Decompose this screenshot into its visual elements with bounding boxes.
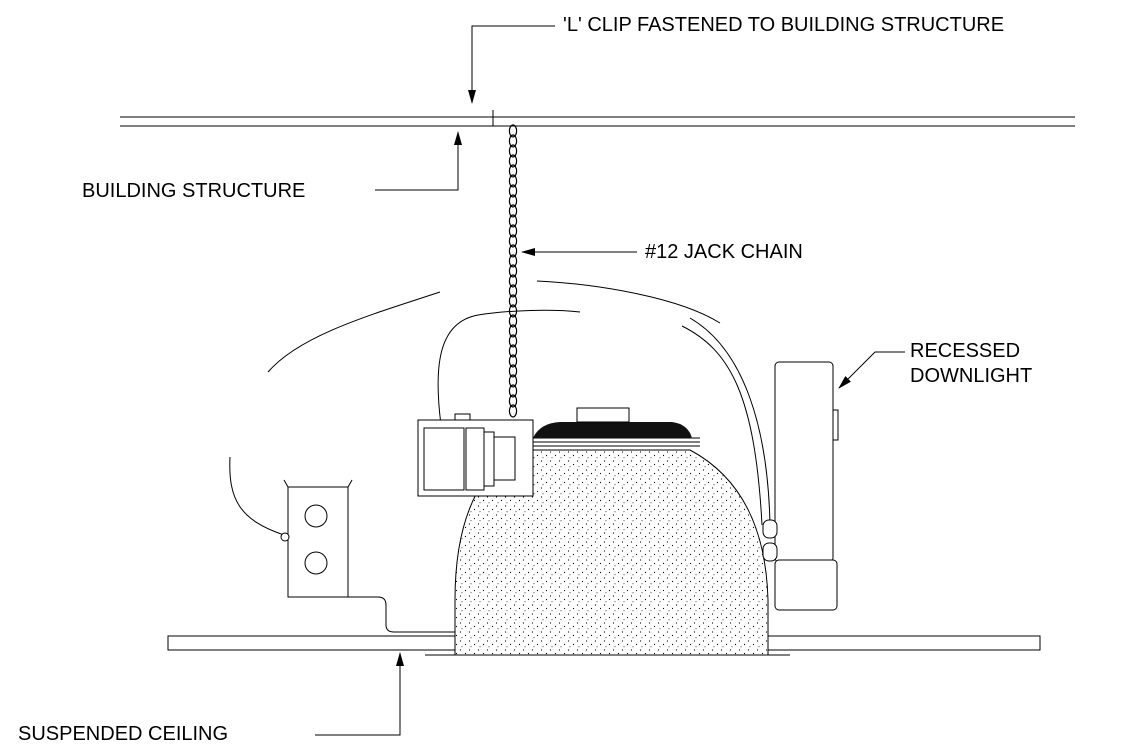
chain-link bbox=[508, 374, 518, 388]
chain-link bbox=[508, 344, 518, 358]
chain-link bbox=[508, 144, 518, 158]
ceiling-tile bbox=[167, 635, 1041, 656]
suspended-ceiling-label: SUSPENDED CEILING bbox=[18, 723, 229, 745]
building-structure-label: BUILDING STRUCTURE bbox=[82, 180, 306, 202]
chain-link bbox=[508, 224, 518, 238]
socket-cap bbox=[533, 407, 692, 438]
recessed-downlight-label-line1: RECESSED bbox=[910, 340, 1021, 362]
junction-box bbox=[280, 479, 455, 633]
chain-link bbox=[508, 164, 518, 178]
chain-link bbox=[508, 284, 518, 298]
chain-link bbox=[508, 124, 518, 138]
chain-link bbox=[508, 294, 518, 308]
jack-chain bbox=[508, 124, 518, 418]
driver-bracket bbox=[417, 413, 534, 497]
jack-chain-label: #12 JACK CHAIN bbox=[645, 241, 803, 263]
recessed-downlight-box bbox=[762, 361, 839, 611]
chain-link bbox=[508, 154, 518, 168]
chain-link bbox=[508, 314, 518, 328]
recessed-downlight-label-line2: DOWNLIGHT bbox=[910, 365, 1033, 387]
leader-lines bbox=[315, 25, 905, 736]
chain-link bbox=[508, 324, 518, 338]
flexible-conduit bbox=[229, 280, 771, 536]
chain-link bbox=[508, 404, 518, 418]
chain-link bbox=[508, 264, 518, 278]
chain-link bbox=[508, 174, 518, 188]
chain-link bbox=[508, 194, 518, 208]
chain-link bbox=[508, 234, 518, 248]
chain-link bbox=[508, 394, 518, 408]
chain-link bbox=[508, 184, 518, 198]
building-structure bbox=[120, 116, 1075, 127]
chain-link bbox=[508, 204, 518, 218]
chain-link bbox=[508, 354, 518, 368]
chain-link bbox=[508, 364, 518, 378]
chain-link bbox=[508, 274, 518, 288]
chain-link bbox=[508, 244, 518, 258]
chain-link bbox=[508, 134, 518, 148]
chain-link bbox=[508, 334, 518, 348]
l-clip-label: 'L' CLIP FASTENED TO BUILDING STRUCTURE bbox=[563, 14, 1005, 36]
chain-link bbox=[508, 254, 518, 268]
chain-link bbox=[508, 384, 518, 398]
chain-link bbox=[508, 214, 518, 228]
